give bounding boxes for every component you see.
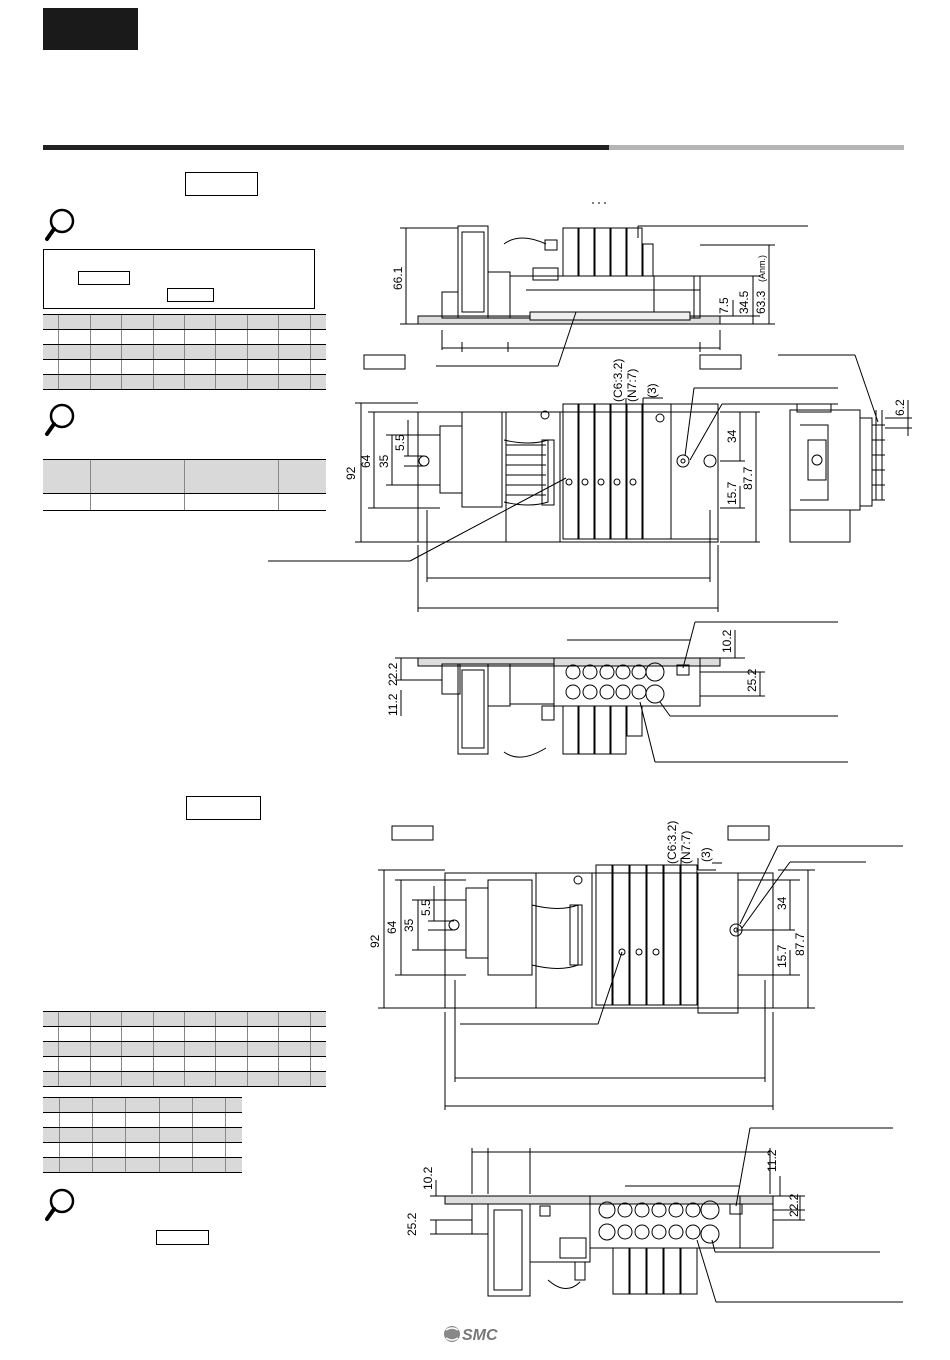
svg-text:10.2: 10.2 (421, 1166, 435, 1190)
ref-box (699, 354, 742, 370)
section-label-box (185, 172, 258, 196)
magnifier-icon (43, 401, 77, 439)
section-label-box (186, 796, 261, 820)
svg-text:(C6:3.2): (C6:3.2) (611, 359, 625, 402)
svg-text:87.7: 87.7 (741, 466, 755, 490)
svg-text:92: 92 (368, 934, 382, 948)
front-view-1 (268, 387, 838, 612)
svg-text:64: 64 (385, 920, 399, 934)
magnifier-icon (43, 206, 77, 244)
ref-box (391, 825, 434, 841)
svg-text:25.2: 25.2 (405, 1212, 419, 1236)
side-view-1 (778, 354, 912, 543)
svg-text:5.5: 5.5 (393, 434, 407, 451)
svg-text:(N7:7): (N7:7) (679, 831, 693, 864)
svg-text:92: 92 (344, 466, 358, 480)
svg-text:15.7: 15.7 (725, 481, 739, 505)
dim-labels-2: 92 64 35 5.5 (C6:3.2) (N7:7) (3) 34 15.7… (368, 821, 807, 1236)
front-view-2 (378, 845, 903, 1110)
svg-text:6.2: 6.2 (893, 399, 907, 416)
svg-text:34.5: 34.5 (737, 290, 751, 314)
svg-text:(3): (3) (699, 847, 713, 862)
svg-text:87.7: 87.7 (793, 932, 807, 956)
svg-text:(3): (3) (645, 383, 659, 398)
smc-logo: SMC (444, 1326, 498, 1344)
page-tab-block (43, 8, 138, 50)
svg-text:35: 35 (377, 454, 391, 468)
note-ref-box (78, 271, 130, 285)
header-rule-light (609, 145, 904, 150)
svg-text:66.1: 66.1 (391, 266, 405, 290)
bottom-view-1 (395, 621, 848, 763)
svg-text:11.2: 11.2 (765, 1149, 779, 1172)
svg-text:64: 64 (359, 454, 373, 468)
svg-text:35: 35 (402, 918, 416, 932)
svg-text:5.5: 5.5 (419, 899, 433, 916)
spec-table-3 (43, 1097, 242, 1173)
svg-text:(C6:3.2): (C6:3.2) (665, 821, 679, 864)
note-ref-box (167, 288, 214, 302)
top-view-1 (400, 202, 808, 367)
svg-text:25.2: 25.2 (745, 668, 759, 692)
svg-text:22.2: 22.2 (787, 1193, 801, 1217)
dim-labels-1: 66.1 7.5 34.5 63.3 (Anm.) 92 64 35 5.5 (… (344, 255, 907, 716)
svg-text:34: 34 (725, 429, 739, 443)
svg-text:(Anm.): (Anm.) (757, 255, 767, 282)
spec-table (43, 314, 326, 390)
ref-box (727, 825, 770, 841)
svg-text:7.5: 7.5 (717, 297, 731, 314)
note-ref-box (156, 1230, 209, 1245)
svg-text:15.7: 15.7 (775, 944, 789, 968)
svg-text:34: 34 (775, 896, 789, 910)
svg-text:10.2: 10.2 (720, 629, 734, 653)
ref-box (363, 354, 406, 370)
svg-text:63.3: 63.3 (754, 290, 768, 314)
svg-text:(N7:7): (N7:7) (625, 369, 639, 402)
header-rule (43, 145, 609, 150)
logo-text: SMC (462, 1327, 498, 1344)
spec-table-2 (43, 1011, 326, 1087)
weight-table (43, 459, 326, 511)
svg-text:11.2: 11.2 (386, 693, 400, 716)
bottom-view-2 (430, 1127, 903, 1303)
magnifier-icon (43, 1186, 77, 1224)
svg-text:22.2: 22.2 (386, 662, 400, 686)
